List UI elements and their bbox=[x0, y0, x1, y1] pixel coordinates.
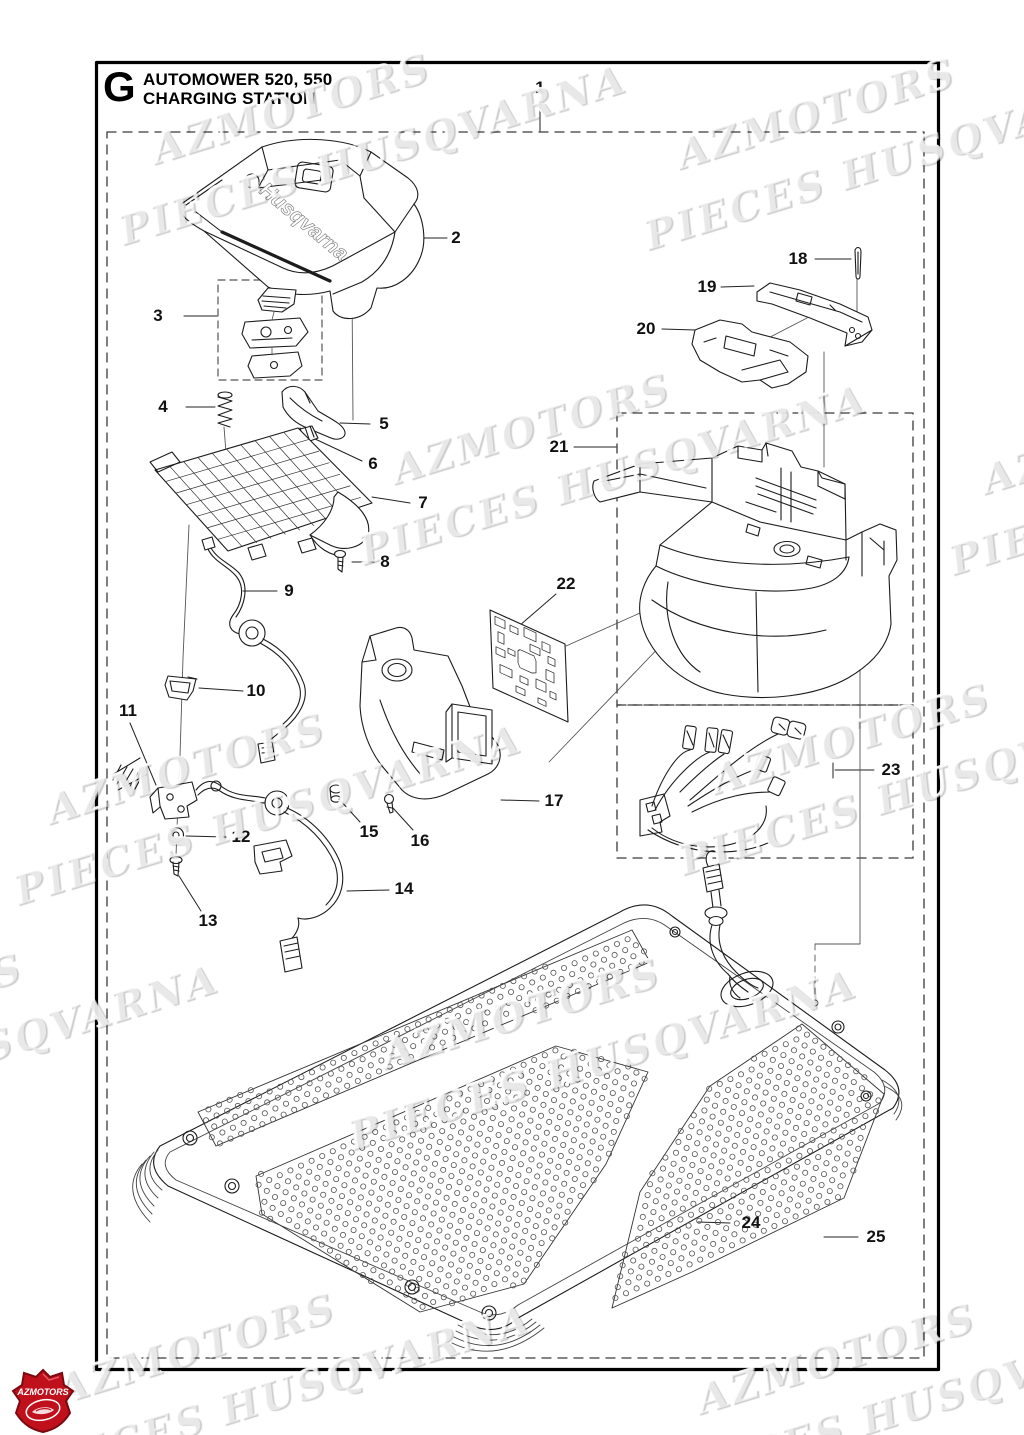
part-label-5: 5 bbox=[379, 414, 389, 433]
part-21-station-body bbox=[592, 442, 898, 698]
azmotors-logo: AZMOTORS bbox=[11, 1368, 75, 1434]
part-label-2: 2 bbox=[451, 228, 461, 247]
logo-shield bbox=[11, 1368, 75, 1434]
sensor-bracket bbox=[149, 781, 198, 820]
part-11-spring bbox=[111, 757, 147, 791]
part-label-17: 17 bbox=[544, 791, 564, 810]
part-label-6: 6 bbox=[368, 454, 378, 473]
part-4-spring bbox=[217, 391, 233, 428]
part-label-1: 1 bbox=[535, 78, 545, 97]
part-label-25: 25 bbox=[866, 1227, 886, 1246]
part-label-22: 22 bbox=[556, 574, 576, 593]
part-17-housing bbox=[359, 626, 501, 800]
part-9-cable bbox=[201, 536, 306, 764]
callout-leader-lines bbox=[129, 96, 875, 1238]
part-label-8: 8 bbox=[380, 552, 390, 571]
part-16-screw bbox=[383, 793, 395, 814]
assembly-23-dashed-box bbox=[616, 704, 914, 859]
part-2-cover: Husqvarna bbox=[179, 138, 425, 320]
part-label-4: 4 bbox=[158, 397, 168, 416]
diagram-title-line1: AUTOMOWER 520, 550 bbox=[143, 70, 333, 89]
part-label-11: 11 bbox=[119, 701, 137, 720]
part-label-13: 13 bbox=[198, 911, 218, 930]
part-label-23: 23 bbox=[881, 760, 901, 779]
part-3-button-kit bbox=[241, 287, 309, 379]
perforation-dots bbox=[202, 936, 882, 1310]
part-label-12: 12 bbox=[231, 827, 251, 846]
part-label-10: 10 bbox=[246, 681, 266, 700]
diagram-title: AUTOMOWER 520, 550 CHARGING STATION bbox=[143, 70, 332, 108]
part-12-washer bbox=[167, 826, 185, 844]
part-18-pin bbox=[854, 247, 862, 280]
part-label-15: 15 bbox=[359, 822, 379, 841]
logo-brand-text: AZMOTORS bbox=[16, 1387, 68, 1397]
part-label-24: 24 bbox=[741, 1213, 761, 1232]
section-letter: G bbox=[103, 63, 136, 110]
part-label-16: 16 bbox=[410, 831, 430, 850]
part-10-clip bbox=[164, 675, 198, 701]
outer-frame bbox=[94, 60, 941, 1372]
part-5-latch-lever bbox=[281, 385, 346, 440]
part-label-14: 14 bbox=[394, 879, 414, 898]
part-label-18: 18 bbox=[788, 249, 808, 268]
part-label-21: 21 bbox=[549, 437, 569, 456]
part-label-19: 19 bbox=[697, 277, 717, 296]
part-8-screw bbox=[333, 549, 347, 573]
plate-cable-grommet bbox=[702, 850, 759, 999]
part-20-bracket bbox=[691, 319, 809, 389]
part-15-bushing bbox=[329, 784, 343, 803]
part-label-20: 20 bbox=[636, 319, 656, 338]
part-24-base-plate bbox=[132, 904, 903, 1352]
part-13-screw bbox=[169, 855, 183, 877]
diagram-title-line2: CHARGING STATION bbox=[143, 89, 316, 108]
part-label-3: 3 bbox=[153, 306, 163, 325]
part-label-7: 7 bbox=[418, 493, 428, 512]
part-label-9: 9 bbox=[284, 581, 294, 600]
assembly-1-dashed-box bbox=[106, 131, 925, 1359]
part-19-bracket bbox=[756, 282, 873, 347]
part-23-harness bbox=[639, 716, 807, 853]
projection-lines bbox=[175, 277, 861, 1007]
part-22-circuit-board bbox=[489, 609, 569, 723]
part-14-cable bbox=[195, 780, 344, 973]
part-7-grid-plate bbox=[149, 427, 373, 561]
